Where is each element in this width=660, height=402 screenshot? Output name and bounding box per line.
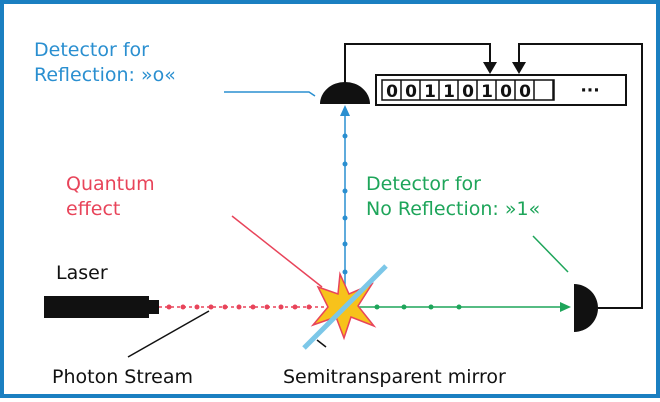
reflection-detector-label: Detector for Reflection: »o« <box>34 39 176 86</box>
reflection-feedback-line <box>344 43 491 84</box>
photon-stream-label: Photon Stream <box>52 366 194 388</box>
laser-nozzle <box>149 300 159 314</box>
bit-cell: 1 <box>443 82 455 102</box>
semitransparent-mirror-glass <box>302 264 388 350</box>
bit-cell: 0 <box>386 82 398 102</box>
bit-cell: 0 <box>462 82 474 102</box>
photon-stream-dots <box>166 304 312 310</box>
bit-register: 0 0 1 1 0 1 0 0 ··· <box>375 74 627 106</box>
bit-cell: 1 <box>481 82 493 102</box>
bit-cell: 0 <box>500 82 512 102</box>
reflection-detector-pointer <box>224 91 316 97</box>
photon-stream-pointer <box>127 310 210 358</box>
mirror-pointer <box>316 339 327 348</box>
semitransparent-mirror-label: Semitransparent mirror <box>283 366 506 388</box>
no-reflection-detector-pointer <box>532 235 569 273</box>
reflection-feedback-arrow <box>483 62 497 74</box>
quantum-effect-pointer <box>231 215 323 288</box>
transmitted-photons <box>374 304 462 310</box>
transmitted-beam-arrow <box>560 302 571 312</box>
laser-label: Laser <box>56 262 108 284</box>
bit-ellipsis: ··· <box>580 81 599 101</box>
reflected-beam-arrow <box>340 105 350 116</box>
reflected-photons <box>342 133 348 275</box>
diagram-canvas: 0 0 1 1 0 1 0 0 ··· <box>44 43 643 358</box>
laser-device <box>44 296 149 318</box>
no-reflection-feedback-arrow <box>512 62 526 74</box>
bit-cell: 0 <box>405 82 417 102</box>
bit-cell: 0 <box>519 82 531 102</box>
no-reflection-detector <box>574 284 598 332</box>
bit-cell: 1 <box>424 82 436 102</box>
no-reflection-detector-label: Detector for No Reflection: »1« <box>366 173 541 220</box>
quantum-effect-label: Quantum effect <box>66 173 155 220</box>
reflection-detector <box>320 82 370 104</box>
no-reflection-feedback-line <box>518 43 643 309</box>
